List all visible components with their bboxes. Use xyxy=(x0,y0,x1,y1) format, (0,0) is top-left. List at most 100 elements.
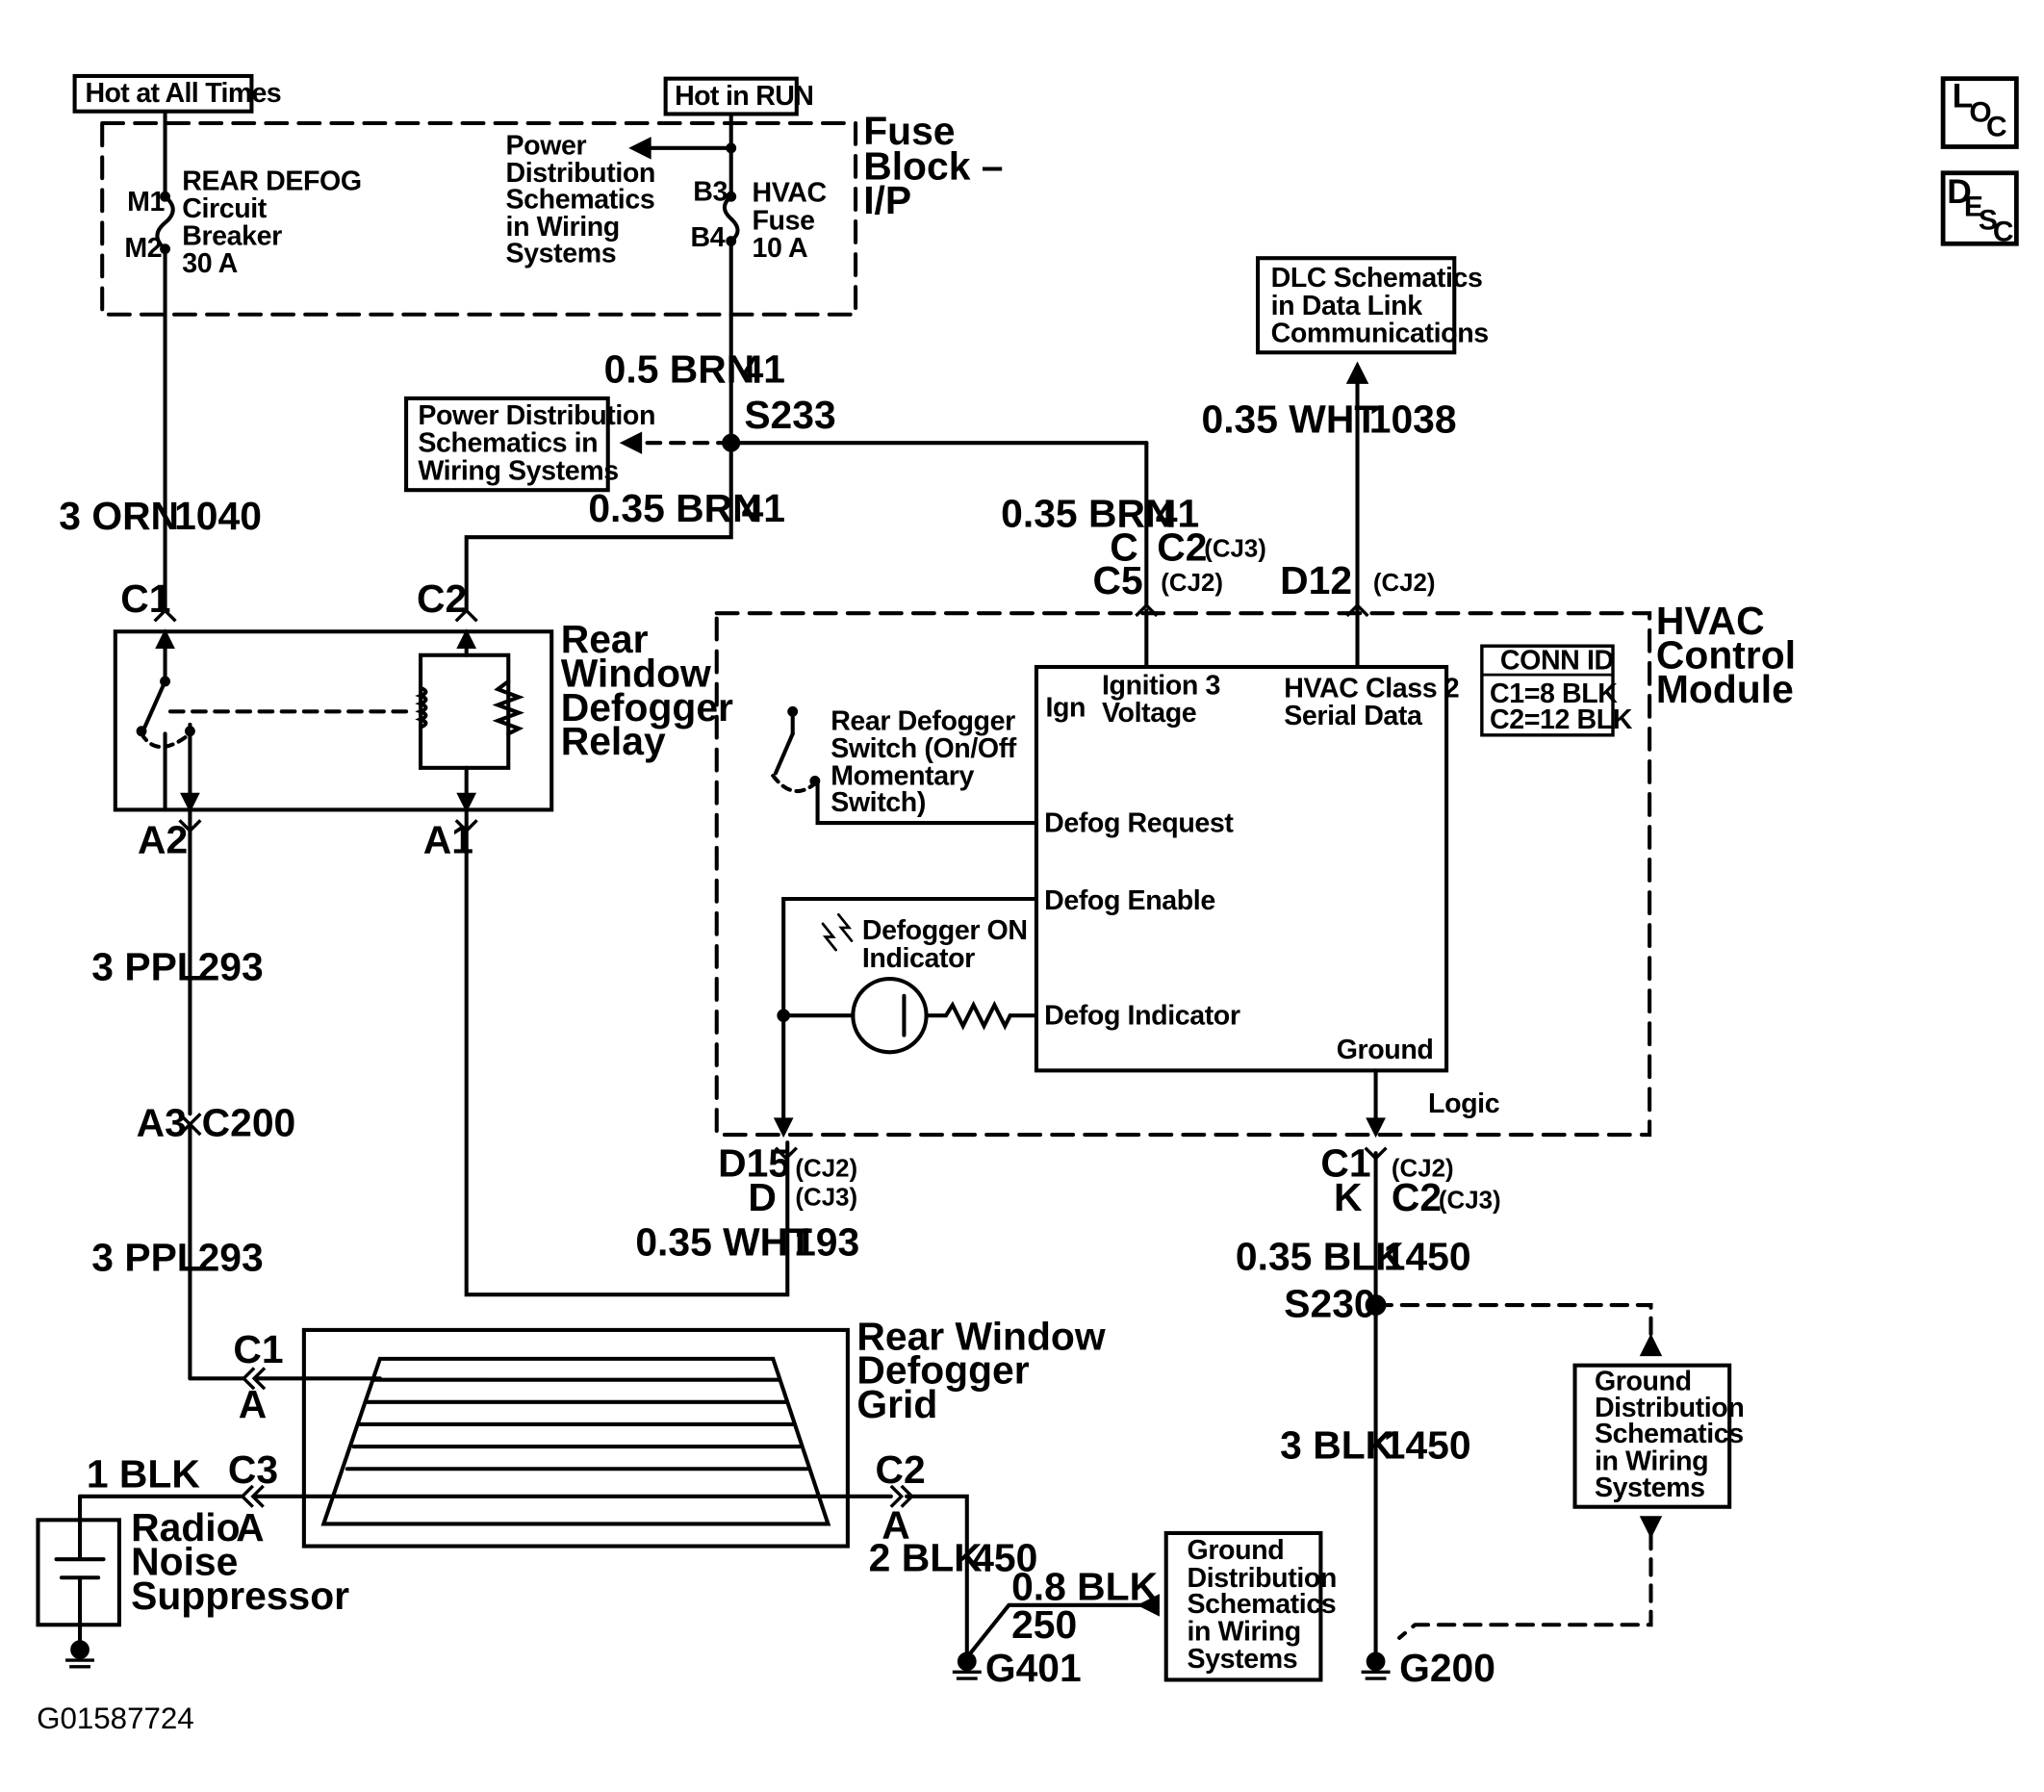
pin-c-label: C xyxy=(1110,525,1138,570)
relay-a1-label: A1 xyxy=(423,817,473,861)
s233-label: S233 xyxy=(744,393,835,437)
wire-3-orn-label: 3 ORN xyxy=(59,494,179,538)
ground-g200 xyxy=(1361,1651,1391,1680)
fuse-block-label-3: I/P xyxy=(863,178,911,222)
pin-c2-bottom-label: C2 xyxy=(1392,1175,1442,1219)
c200-label: C200 xyxy=(202,1100,296,1144)
chevron-hvac-d15 xyxy=(774,1146,798,1161)
grid-trapezoid xyxy=(320,1356,831,1526)
grid-c1-label: C1 xyxy=(233,1327,283,1371)
b4-terminal xyxy=(726,236,737,246)
ground-dist-right-4: in Wiring xyxy=(1595,1446,1708,1477)
circuit-293-label-a: 293 xyxy=(198,944,264,988)
indicator-resistor xyxy=(943,1000,1012,1031)
desc-icon-letter-c: C xyxy=(1993,217,2014,248)
circuit-41-label-c: 41 xyxy=(1156,491,1199,535)
wire-3-blk-label: 3 BLK xyxy=(1280,1422,1393,1467)
pd-top-label-5: Systems xyxy=(506,238,617,269)
loc-icon-letter-o: O xyxy=(1969,97,1991,129)
chevron-relay-c2 xyxy=(454,608,478,623)
class2-label-1: HVAC Class 2 xyxy=(1284,673,1459,704)
relay-box xyxy=(113,629,554,812)
chevron-hvac-c5 xyxy=(1135,602,1159,618)
wire-08-blk-label: 0.8 BLK xyxy=(1011,1564,1159,1608)
hvac-module-outline xyxy=(714,611,1652,1138)
cj3-label-d: (CJ3) xyxy=(795,1185,857,1212)
a3-label: A3 xyxy=(137,1100,187,1144)
relay-name-1: Rear xyxy=(561,617,649,661)
b3-terminal xyxy=(726,191,737,202)
ground-dist-right-1: Ground xyxy=(1595,1367,1692,1397)
b4-label: B4 xyxy=(691,222,726,253)
cj3-label-c2: (CJ3) xyxy=(1439,1187,1501,1214)
defogger-on-label-2: Indicator xyxy=(862,943,975,974)
class2-label-2: Serial Data xyxy=(1284,701,1423,731)
arrow-pd-s233 xyxy=(619,431,643,454)
cj2-label-d12: (CJ2) xyxy=(1373,570,1436,597)
wire-035-brn-label-a: 0.35 BRN xyxy=(588,486,760,530)
switch-label-4: Switch) xyxy=(830,787,926,818)
chevron-grid-c2-a xyxy=(889,1484,905,1508)
ignition3-label-1: Ignition 3 xyxy=(1102,671,1220,702)
pin-c5-label: C5 xyxy=(1092,558,1142,602)
hot-in-run-box xyxy=(663,76,799,116)
ignition3-label-2: Voltage xyxy=(1102,698,1196,729)
cj3-label-top: (CJ3) xyxy=(1204,536,1266,563)
ign-label: Ign xyxy=(1045,693,1086,724)
relay-pivot xyxy=(160,676,170,687)
connector-chevrons xyxy=(153,602,1388,1508)
grid-a-c2-label: A xyxy=(881,1502,910,1547)
hvac-fuse-label-3: 10 A xyxy=(753,233,808,264)
loc-icon-letter-l: L xyxy=(1953,78,1974,115)
pd-schematics-box xyxy=(404,396,610,493)
dlc-label-3: Communications xyxy=(1271,318,1489,348)
desc-icon-letter-d: D xyxy=(1947,173,1972,211)
chevron-grid-c1-a xyxy=(241,1367,256,1391)
ground-g401 xyxy=(952,1651,982,1680)
relay-name-4: Relay xyxy=(561,719,666,763)
switch-contact xyxy=(809,776,821,786)
arrow-relay-a1 xyxy=(456,792,477,813)
fuse-block-outline xyxy=(100,120,858,317)
ground-dist-right-box xyxy=(1572,1363,1732,1509)
ground-label: Ground xyxy=(1337,1035,1434,1065)
chevron-c200-bottom xyxy=(178,1121,202,1137)
s230-label: S230 xyxy=(1284,1281,1375,1325)
loc-icon-box[interactable] xyxy=(1940,76,2019,149)
chevron-grid-c3-a xyxy=(240,1484,254,1508)
ground-radio xyxy=(65,1640,95,1669)
pin-d-label: D xyxy=(748,1175,777,1219)
hot-at-all-times-box xyxy=(72,73,254,114)
wire-08-blk-250 xyxy=(964,1602,1149,1660)
pin-c1-bottom-label: C1 xyxy=(1320,1141,1370,1186)
text-labels: Hot at All Times Hot in RUN Fuse Block –… xyxy=(37,78,2013,1735)
grid-c3-label: C3 xyxy=(228,1447,278,1492)
hot-at-all-times-label: Hot at All Times xyxy=(85,78,281,109)
arrow-ground-dist-down xyxy=(1639,1516,1663,1539)
m2-terminal xyxy=(160,243,170,255)
radio-noise-label-3: Suppressor xyxy=(131,1574,349,1618)
ground-dist-right-3: Schematics xyxy=(1595,1419,1744,1449)
hvac-fuse-label-2: Fuse xyxy=(753,205,815,236)
pin-c2-label: C2 xyxy=(1157,525,1207,570)
led-circle xyxy=(851,976,929,1055)
circuit-1450-label-a: 1450 xyxy=(1384,1234,1471,1278)
pin-k-label: K xyxy=(1334,1175,1363,1219)
relay-c1-label: C1 xyxy=(120,576,170,621)
breaker-label-3: Breaker xyxy=(182,221,282,252)
dlc-schematics-box xyxy=(1255,256,1457,355)
circuit-41-label-b: 41 xyxy=(742,486,785,530)
desc-icon-box[interactable] xyxy=(1940,170,2019,246)
arrow-relay-c1 xyxy=(155,628,175,649)
m2-label: M2 xyxy=(124,233,162,264)
splice-fuse-top xyxy=(726,142,737,154)
breaker-label-4: 30 A xyxy=(182,248,238,279)
circuit-450-label: 450 xyxy=(972,1535,1037,1579)
pin-d12-label: D12 xyxy=(1280,558,1352,602)
grid-c2-label: C2 xyxy=(875,1447,925,1492)
pd-box-label-3: Wiring Systems xyxy=(418,455,618,486)
desc-icon-letter-s: S xyxy=(1979,204,1998,236)
radio-noise-label-2: Noise xyxy=(131,1540,238,1584)
conn-id-title: CONN ID xyxy=(1500,646,1614,677)
chevron-relay-a1 xyxy=(454,819,478,833)
